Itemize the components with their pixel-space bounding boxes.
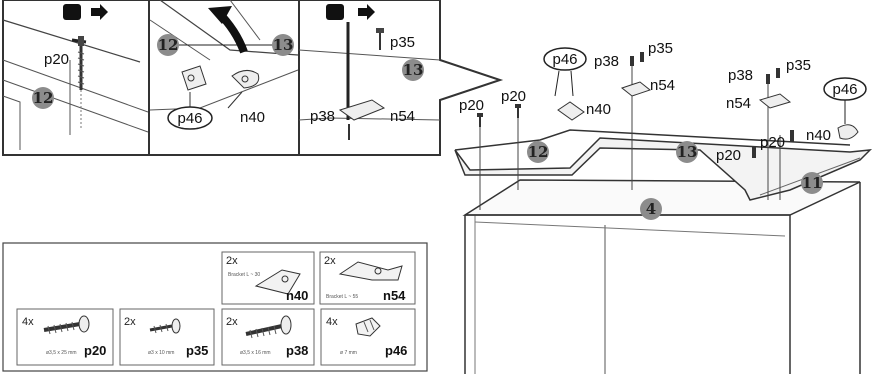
svg-text:Bracket L ~ 30: Bracket L ~ 30 xyxy=(228,272,260,278)
bracket-n40-label: n40 xyxy=(806,127,831,144)
svg-text:ø 7 mm: ø 7 mm xyxy=(340,350,357,356)
screw-p38-label: p38 xyxy=(594,53,619,70)
svg-text:p20: p20 xyxy=(84,343,106,358)
frame-rail xyxy=(454,129,873,201)
svg-text:n54: n54 xyxy=(383,288,406,303)
inset1-screw-label: p20 xyxy=(44,51,69,68)
svg-text:12: 12 xyxy=(33,89,54,107)
bracket-n40-label: n40 xyxy=(586,101,611,118)
part-card-p38: 2x ø3,5 x 16 mm p38 xyxy=(221,308,315,366)
screw-p35-label: p35 xyxy=(648,40,673,57)
svg-text:p46: p46 xyxy=(552,51,577,68)
screwdriver-icon xyxy=(326,4,375,20)
svg-text:2x: 2x xyxy=(124,316,136,328)
inset-panel-1: p20 12 xyxy=(2,0,150,156)
svg-text:p46: p46 xyxy=(832,81,857,98)
svg-text:11: 11 xyxy=(802,174,823,192)
svg-text:Bracket L ~ 55: Bracket L ~ 55 xyxy=(326,294,358,300)
svg-text:4x: 4x xyxy=(22,316,34,328)
bracket-n54-label: n54 xyxy=(390,108,415,125)
screw-p38-label: p38 xyxy=(728,67,753,84)
screw-p20-label: p20 xyxy=(716,147,741,164)
screw-icons xyxy=(477,52,794,158)
svg-text:4: 4 xyxy=(646,200,656,218)
part-13-badge: 13 xyxy=(272,34,294,56)
part-13-badge: 13 xyxy=(402,59,424,81)
svg-text:n40: n40 xyxy=(286,288,308,303)
part-11-badge: 11 xyxy=(801,172,823,194)
svg-text:p38: p38 xyxy=(286,343,308,358)
svg-text:4x: 4x xyxy=(326,316,338,328)
svg-text:p46: p46 xyxy=(385,343,407,358)
part-12-badge: 12 xyxy=(157,34,179,56)
bracket-n40-label: n40 xyxy=(240,109,265,126)
svg-text:2x: 2x xyxy=(226,316,238,328)
cabinet xyxy=(462,179,861,374)
bracket-icons xyxy=(557,81,859,140)
svg-text:13: 13 xyxy=(677,143,698,161)
screwdriver-icon xyxy=(63,4,108,20)
screw-p35-icon xyxy=(376,28,384,50)
screw-p20-icon xyxy=(71,36,87,130)
inset-panel-3: p35 13 p38 n54 xyxy=(298,0,504,156)
svg-text:12: 12 xyxy=(528,143,549,161)
parts-list-panel: 2x Bracket L ~ 30 n40 2x Bracket L ~ 55 … xyxy=(2,242,428,372)
screw-p35-label: p35 xyxy=(390,34,415,51)
plug-p46-callout: p46 xyxy=(167,106,213,130)
svg-text:ø3,5 x 25 mm: ø3,5 x 25 mm xyxy=(46,350,77,356)
screw-p20-label: p20 xyxy=(760,134,785,151)
svg-text:13: 13 xyxy=(273,36,294,54)
part-card-n54: 2x Bracket L ~ 55 n54 xyxy=(319,251,416,305)
part-13-badge: 13 xyxy=(676,141,698,163)
svg-text:p46: p46 xyxy=(177,110,202,127)
part-12-badge: 12 xyxy=(527,141,549,163)
part-12-badge: 12 xyxy=(32,87,54,109)
svg-text:p35: p35 xyxy=(186,343,208,358)
bracket-n54-label: n54 xyxy=(726,95,751,112)
part-card-p46: 4x ø 7 mm p46 xyxy=(320,308,416,366)
svg-text:2x: 2x xyxy=(324,255,336,267)
part-4-badge: 4 xyxy=(640,198,662,220)
part-card-p20: 4x ø3,5 x 25 mm p20 xyxy=(16,308,114,366)
svg-text:ø3,5 x 16 mm: ø3,5 x 16 mm xyxy=(240,350,271,356)
svg-text:13: 13 xyxy=(403,61,424,79)
bracket-n54-label: n54 xyxy=(650,77,675,94)
screw-p20-label: p20 xyxy=(501,88,526,105)
inset-panel-2: 12 13 p46 n40 xyxy=(148,0,300,156)
svg-text:ø3 x 10 mm: ø3 x 10 mm xyxy=(148,350,174,356)
svg-text:12: 12 xyxy=(158,36,179,54)
plug-p46-callout: p46 xyxy=(823,77,867,101)
part-card-p35: 2x ø3 x 10 mm p35 xyxy=(119,308,215,366)
screw-p35-label: p35 xyxy=(786,57,811,74)
part-card-n40: 2x Bracket L ~ 30 n40 xyxy=(221,251,315,305)
screw-p20-label: p20 xyxy=(459,97,484,114)
svg-text:2x: 2x xyxy=(226,255,238,267)
screw-p38-label: p38 xyxy=(310,108,335,125)
plug-p46-callout: p46 xyxy=(543,47,587,71)
